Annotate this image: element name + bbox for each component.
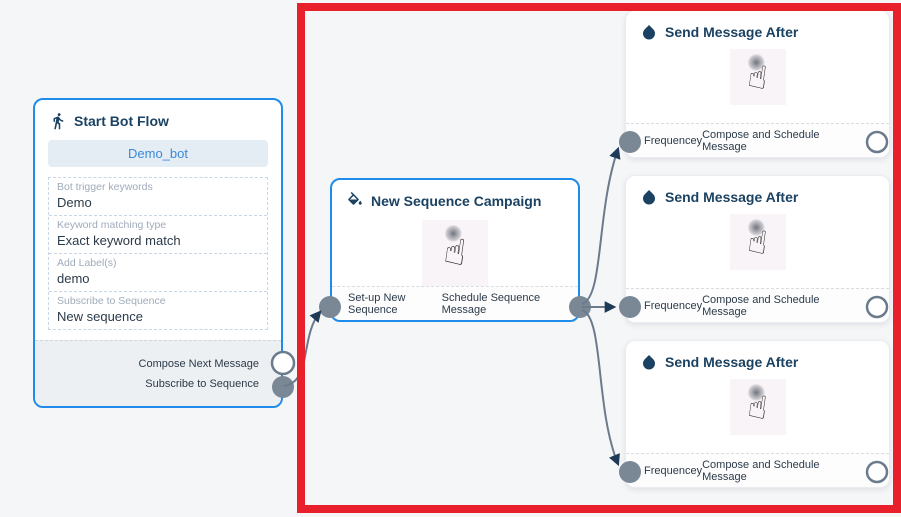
node-header: Send Message After <box>626 341 889 379</box>
node-header: New Sequence Campaign <box>332 180 578 218</box>
node-send-message-after-3[interactable]: Send Message After ☝ Frequencey Compose … <box>625 340 890 488</box>
node-title: Send Message After <box>665 24 799 40</box>
node-header: Send Message After <box>626 176 889 214</box>
node-send-message-after-2[interactable]: Send Message After ☝ Frequencey Compose … <box>625 175 890 323</box>
node-send-message-after-1[interactable]: Send Message After ☝ Frequencey Compose … <box>625 10 890 158</box>
output-compose-and-schedule-message: Compose and Schedule Message <box>702 293 820 318</box>
field-list: Bot trigger keywords Demo Keyword matchi… <box>48 177 268 330</box>
water-drop-icon <box>640 188 658 206</box>
node-port-panel: Frequencey Compose and Schedule Message <box>626 453 889 487</box>
node-header: Start Bot Flow <box>35 100 281 138</box>
field-value: New sequence <box>57 309 143 324</box>
hand-cursor-icon[interactable]: ☝ <box>729 214 786 270</box>
field-value: demo <box>57 271 90 286</box>
input-set-up-new-sequence: Set-up New Sequence <box>348 291 406 316</box>
output-compose-and-schedule-message: Compose and Schedule Message <box>702 128 820 153</box>
output-compose-next-message: Compose Next Message <box>138 357 259 370</box>
node-port-panel: Frequencey Compose and Schedule Message <box>626 288 889 322</box>
walking-person-icon <box>49 112 67 130</box>
node-output-panel: Compose Next Message Subscribe to Sequen… <box>35 340 281 406</box>
input-frequencey: Frequencey <box>644 134 703 147</box>
field-value: Demo <box>57 195 92 210</box>
wire-start-to-campaign[interactable] <box>283 310 322 387</box>
node-port-panel: Set-up New Sequence Schedule Sequence Me… <box>332 286 578 320</box>
node-title: Send Message After <box>665 354 799 370</box>
field-label: Subscribe to Sequence <box>57 295 166 307</box>
water-drop-icon <box>640 23 658 41</box>
hand-cursor-icon[interactable]: ☝ <box>729 379 786 435</box>
output-schedule-sequence-message: Schedule Sequence Message <box>441 291 541 316</box>
paint-bucket-icon <box>346 192 364 210</box>
bot-name-chip[interactable]: Demo_bot <box>48 140 268 167</box>
node-port-panel: Frequencey Compose and Schedule Message <box>626 123 889 157</box>
field-value: Exact keyword match <box>57 233 181 248</box>
node-header: Send Message After <box>626 11 889 49</box>
node-start-bot-flow[interactable]: Start Bot Flow Demo_bot Bot trigger keyw… <box>33 98 283 408</box>
field-label: Keyword matching type <box>57 219 167 231</box>
touch-point-blob <box>747 384 765 401</box>
field-keyword-matching-type[interactable]: Keyword matching type Exact keyword matc… <box>49 216 267 254</box>
touch-point-blob <box>747 219 765 236</box>
node-title: New Sequence Campaign <box>371 193 542 209</box>
water-drop-icon <box>640 353 658 371</box>
field-label: Add Label(s) <box>57 257 117 269</box>
node-new-sequence-campaign[interactable]: New Sequence Campaign ☝ Set-up New Seque… <box>330 178 580 322</box>
field-add-labels[interactable]: Add Label(s) demo <box>49 254 267 292</box>
field-bot-trigger-keywords[interactable]: Bot trigger keywords Demo <box>49 178 267 216</box>
hand-cursor-icon[interactable]: ☝ <box>422 220 488 286</box>
hand-cursor-icon[interactable]: ☝ <box>729 49 786 105</box>
input-frequencey: Frequencey <box>644 464 703 477</box>
node-title: Send Message After <box>665 189 799 205</box>
wire-campaign-to-send-1[interactable] <box>581 146 621 305</box>
node-title: Start Bot Flow <box>74 113 169 129</box>
output-compose-and-schedule-message: Compose and Schedule Message <box>702 458 820 483</box>
input-frequencey: Frequencey <box>644 299 703 312</box>
touch-point-blob <box>444 225 462 242</box>
output-subscribe-to-sequence: Subscribe to Sequence <box>145 377 259 390</box>
touch-point-blob <box>747 54 765 71</box>
wire-campaign-to-send-3[interactable] <box>581 309 620 467</box>
field-label: Bot trigger keywords <box>57 181 153 193</box>
field-subscribe-to-sequence[interactable]: Subscribe to Sequence New sequence <box>49 292 267 329</box>
